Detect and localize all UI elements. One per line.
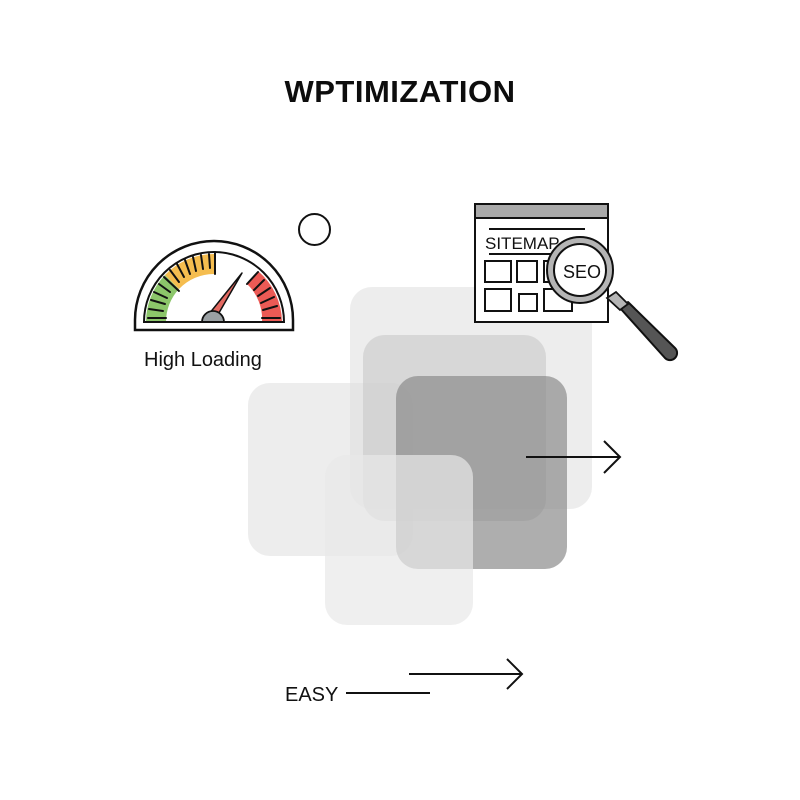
page-title: WPTIMIZATION <box>284 74 516 109</box>
arrow-right-icon <box>526 440 622 474</box>
easy-label: EASY <box>285 684 339 706</box>
speedometer-icon <box>132 238 296 339</box>
sitemap-seo-graphic: SITEMAP SEO <box>470 198 685 378</box>
seo-label: SEO <box>563 262 601 282</box>
magnifying-glass-icon: SEO <box>546 236 679 362</box>
gauge-label: High Loading <box>144 349 262 371</box>
bottom-layer <box>325 455 473 625</box>
circle-outline-icon <box>298 213 331 246</box>
sitemap-label: SITEMAP <box>485 234 560 253</box>
arrow-right-icon <box>346 658 524 694</box>
